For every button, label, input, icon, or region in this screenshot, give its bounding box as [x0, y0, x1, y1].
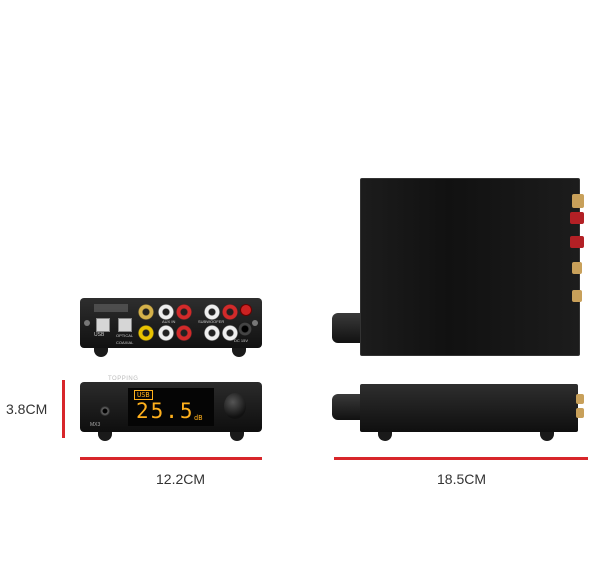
- output-rca-jack-white: [204, 325, 220, 341]
- power-switch-icon: [240, 304, 252, 316]
- certification-icon: [94, 304, 128, 312]
- screw-icon: [84, 320, 90, 326]
- volume-knob-side: [332, 394, 364, 420]
- volume-knob: [224, 393, 246, 419]
- display-source: USB: [134, 390, 153, 400]
- coaxial-label: COAXIAL: [116, 340, 134, 345]
- foot-icon: [94, 348, 108, 357]
- depth-dimension-label: 18.5CM: [437, 471, 487, 487]
- output-rca-jack-white: [204, 304, 220, 320]
- optical-port: [118, 318, 132, 332]
- foot-icon: [232, 348, 246, 357]
- width-dimension-line: [80, 457, 262, 460]
- power-jack: [238, 322, 252, 336]
- display-screen: [128, 388, 214, 426]
- height-dimension-line: [62, 380, 65, 438]
- power-label: DC 15V: [234, 338, 249, 343]
- coaxial-rca-jack: [138, 304, 154, 320]
- usb-port: [96, 318, 110, 332]
- rear-connectors-top: [570, 194, 586, 314]
- model-label: MX3: [90, 422, 101, 428]
- usb-port-label: USB: [94, 332, 105, 338]
- front-view-device: TOPPING MX3 USB 25.5 dB: [80, 376, 262, 441]
- display-unit: dB: [194, 414, 203, 422]
- side-view-device: [332, 382, 586, 442]
- brand-logo: TOPPING: [108, 376, 139, 382]
- foot-icon: [98, 432, 112, 441]
- headphone-jack-icon: [100, 406, 110, 416]
- depth-dimension-line: [334, 457, 588, 460]
- optical-port-label: OPTICAL: [116, 333, 134, 338]
- aux-rca-jack-white: [158, 325, 174, 341]
- foot-icon: [378, 432, 392, 441]
- foot-icon: [230, 432, 244, 441]
- width-dimension-label: 12.2CM: [156, 471, 206, 487]
- top-view-body: [360, 178, 580, 356]
- output-rca-jack-red: [222, 304, 238, 320]
- rear-connector-side: [576, 408, 584, 418]
- side-body: [360, 384, 578, 432]
- foot-icon: [540, 432, 554, 441]
- top-view-device: [332, 178, 586, 358]
- height-dimension-label: 3.8CM: [6, 401, 48, 417]
- display-value: 25.5: [136, 399, 195, 423]
- aux-rca-jack-white: [158, 304, 174, 320]
- aux-label: AUX IN: [162, 319, 176, 324]
- coaxial-rca-jack: [138, 325, 154, 341]
- aux-rca-jack-red: [176, 304, 192, 320]
- rear-connector-side: [576, 394, 584, 404]
- rear-view-device: USB OPTICAL COAXIAL AUX IN SUBWOOFER DC …: [80, 298, 262, 360]
- aux-rca-jack-red: [176, 325, 192, 341]
- screw-icon: [252, 320, 258, 326]
- output-rca-jack-white: [222, 325, 238, 341]
- subwoofer-label: SUBWOOFER: [198, 319, 225, 324]
